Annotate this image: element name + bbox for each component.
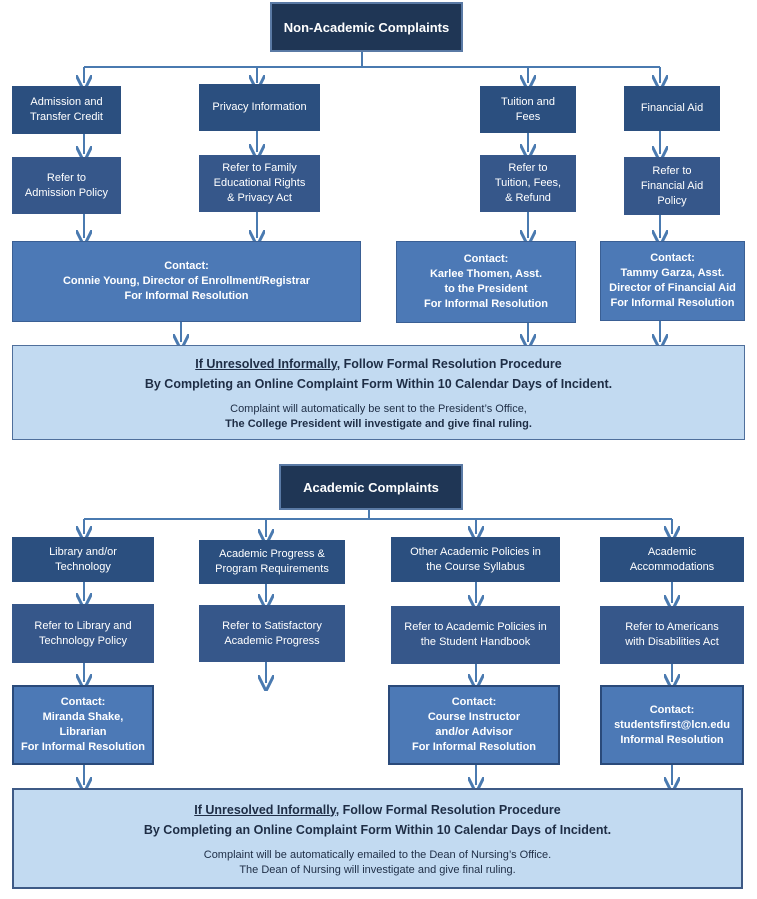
category-label-line: Tuition and (500, 95, 556, 108)
category-label-line: Privacy Information (212, 101, 307, 113)
ruling-note: The College President will investigate a… (225, 417, 532, 430)
category-other-academic-policies: Other Academic Policies in the Course Sy… (391, 537, 560, 582)
contact-studentsfirst: Contact: studentsfirst@lcn.edu Informal … (600, 685, 744, 765)
category-financial-aid: Financial Aid (624, 86, 720, 131)
refer-text-line: Policy (657, 194, 687, 207)
contact-connie-young: Contact: Connie Young, Director of Enrol… (12, 241, 361, 322)
contact-text-line: Contact: (649, 703, 695, 716)
contact-course-instructor: Contact: Course Instructor and/or Adviso… (388, 685, 560, 765)
contact-miranda-shake: Contact: Miranda Shake, Librarian For In… (12, 685, 154, 765)
refer-financial-aid-policy: Refer to Financial Aid Policy (624, 157, 720, 215)
contact-text-line: Director of Financial Aid (609, 282, 736, 294)
category-label-line: Other Academic Policies in (410, 545, 541, 558)
category-label-line: Technology (55, 560, 111, 573)
non-academic-formal-resolution: If Unresolved Informally, Follow Formal … (12, 345, 745, 440)
category-academic-progress: Academic Progress & Program Requirements (199, 540, 345, 584)
contact-text-line: Informal Resolution (620, 733, 724, 746)
contact-text-line: Contact: (451, 696, 497, 708)
heading-rest: , Follow Formal Resolution Procedure (336, 356, 562, 371)
unresolved-underlined: If Unresolved Informally (194, 802, 336, 817)
refer-text-line: Technology Policy (38, 634, 128, 647)
contact-text-line: For Informal Resolution (411, 741, 537, 753)
category-label-line: the Course Syllabus (426, 560, 525, 573)
category-library-technology: Library and/or Technology (12, 537, 154, 582)
category-label-line: Academic Progress & (219, 548, 325, 560)
unresolved-underlined: If Unresolved Informally (195, 356, 337, 371)
refer-tuition-fees-refund: Refer to Tuition, Fees, & Refund (480, 155, 576, 212)
refer-text-line: Academic Progress (224, 634, 320, 647)
category-label-line: Accommodations (629, 560, 715, 573)
refer-satisfactory-academic-progress: Refer to Satisfactory Academic Progress (199, 605, 345, 662)
contact-text-line: Karlee Thomen, Asst. (429, 268, 543, 280)
formal-resolution-heading: If Unresolved Informally, Follow Formal … (195, 354, 562, 374)
routing-note: Complaint will automatically be sent to … (230, 402, 527, 415)
refer-text-line: Refer to (652, 164, 692, 177)
contact-text-line: Connie Young, Director of Enrollment/Reg… (62, 275, 311, 287)
contact-text-line: and/or Advisor (435, 726, 513, 738)
category-label-line: Fees (515, 110, 541, 123)
contact-text-line: Contact: (650, 252, 695, 264)
refer-text-line: Refer to Academic Policies in (404, 621, 547, 633)
refer-text-line: the Student Handbook (420, 636, 531, 648)
category-label-line: Financial Aid (640, 102, 704, 114)
formal-resolution-heading: If Unresolved Informally, Follow Formal … (194, 800, 561, 820)
contact-text-line: Tammy Garza, Asst. (620, 267, 725, 279)
contact-text-line: Miranda Shake, (42, 711, 124, 723)
refer-text-line: Tuition, Fees, (494, 177, 562, 189)
refer-student-handbook: Refer to Academic Policies in the Studen… (391, 606, 560, 664)
contact-tammy-garza: Contact: Tammy Garza, Asst. Director of … (600, 241, 745, 321)
refer-text-line: Refer to (508, 162, 548, 174)
contact-text-line: For Informal Resolution (423, 298, 549, 310)
refer-family-educational-rights: Refer to Family Educational Rights & Pri… (199, 155, 320, 212)
contact-text-line: Librarian (59, 726, 107, 738)
refer-text-line: Admission Policy (24, 186, 109, 199)
category-label-line: Library and/or (49, 545, 117, 558)
formal-resolution-deadline: By Completing an Online Complaint Form W… (144, 376, 613, 391)
contact-text-line: Contact: (463, 253, 509, 265)
contact-text-line: Contact: (60, 696, 106, 708)
refer-text-line: & Refund (505, 192, 551, 204)
contact-text-line: studentsfirst@lcn.edu (614, 718, 730, 731)
refer-text-line: & Privacy Act (227, 192, 292, 204)
contact-text-line: For Informal Resolution (124, 290, 249, 302)
category-privacy-information: Privacy Information (199, 84, 320, 131)
refer-text-line: with Disabilities Act (625, 636, 719, 648)
refer-text-line: Refer to (46, 171, 87, 184)
refer-text-line: Refer to Americans (625, 621, 719, 633)
refer-text-line: Financial Aid (640, 179, 704, 192)
contact-text-line: For Informal Resolution (20, 741, 146, 753)
formal-resolution-deadline: By Completing an Online Complaint Form W… (143, 822, 612, 837)
refer-text-line: Refer to Family (222, 162, 297, 174)
contact-text-line: to the President (444, 283, 528, 295)
category-label-line: Academic (647, 545, 697, 558)
refer-text-line: Educational Rights (213, 177, 306, 189)
category-label-line: Transfer Credit (30, 111, 103, 123)
ruling-note: The Dean of Nursing will investigate and… (239, 863, 516, 876)
academic-formal-resolution: If Unresolved Informally, Follow Formal … (12, 788, 743, 889)
refer-admission-policy: Refer to Admission Policy (12, 157, 121, 214)
contact-text-line: For Informal Resolution (610, 297, 735, 309)
non-academic-title: Non-Academic Complaints (270, 2, 463, 52)
academic-title: Academic Complaints (279, 464, 463, 510)
contact-text-line: Course Instructor (427, 711, 521, 723)
routing-note: Complaint will be automatically emailed … (203, 848, 552, 861)
heading-rest: , Follow Formal Resolution Procedure (335, 802, 561, 817)
refer-library-technology-policy: Refer to Library and Technology Policy (12, 604, 154, 663)
refer-text-line: Refer to Library and (34, 619, 132, 632)
category-academic-accommodations: Academic Accommodations (600, 537, 744, 582)
category-tuition-fees: Tuition and Fees (480, 86, 576, 133)
refer-americans-disabilities-act: Refer to Americans with Disabilities Act (600, 606, 744, 664)
academic-title-text: Academic Complaints (303, 479, 439, 495)
contact-text-line: Contact: (164, 260, 209, 272)
non-academic-title-text: Non-Academic Complaints (283, 19, 450, 35)
category-label-line: Admission and (30, 96, 103, 108)
contact-karlee-thomen: Contact: Karlee Thomen, Asst. to the Pre… (396, 241, 576, 323)
category-label-line: Program Requirements (215, 563, 329, 575)
category-admission-transfer: Admission and Transfer Credit (12, 86, 121, 134)
refer-text-line: Refer to Satisfactory (222, 619, 322, 632)
